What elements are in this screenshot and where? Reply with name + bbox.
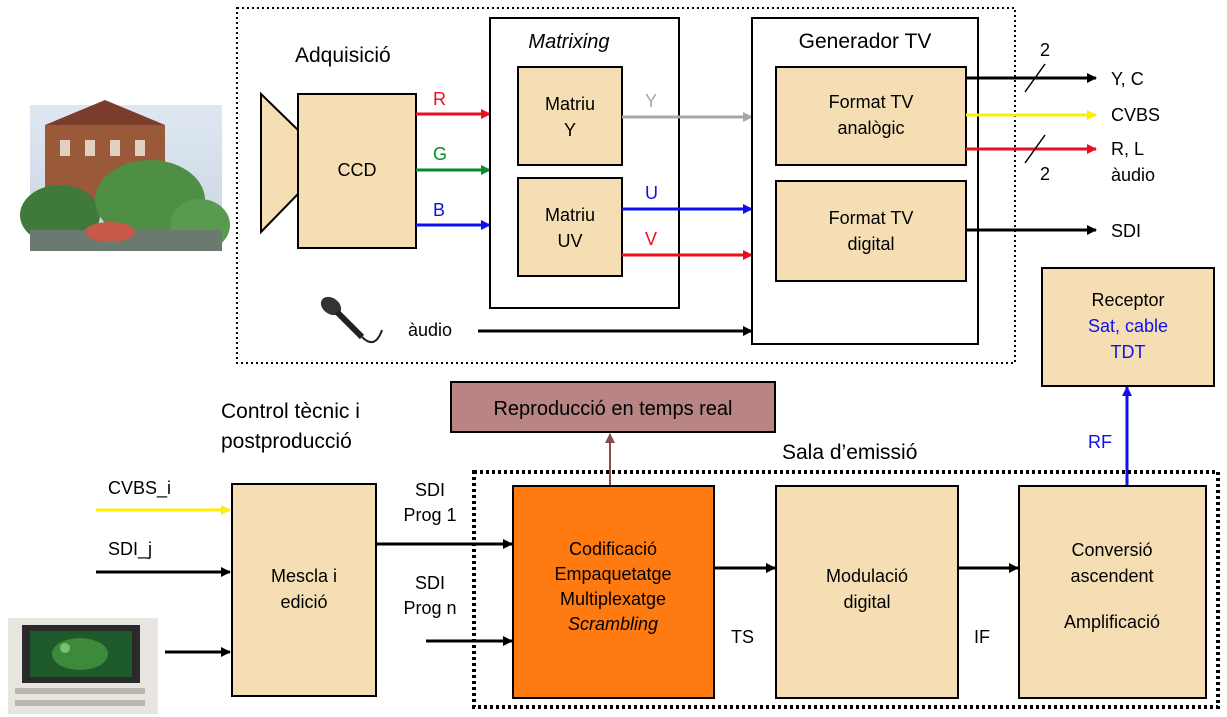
matriu-y-label-1: Matriu xyxy=(545,94,595,114)
coding-label-2: Empaquetatge xyxy=(554,564,671,584)
yc-label: Y, C xyxy=(1111,69,1144,89)
generator-title: Generador TV xyxy=(799,30,932,53)
modulation-label-1: Modulació xyxy=(826,566,908,586)
if-label: IF xyxy=(974,627,990,647)
coding-label-1: Codificació xyxy=(569,539,657,559)
microphone-icon xyxy=(320,296,383,344)
sdi-j-label: SDI_j xyxy=(108,539,152,560)
coding-label-4: Scrambling xyxy=(568,614,658,634)
format-digital-box xyxy=(775,180,967,282)
conversion-label-3: Amplificació xyxy=(1064,612,1160,632)
format-analog-label-2: analògic xyxy=(837,118,904,138)
scene-photo xyxy=(20,100,230,251)
yc-bus-count: 2 xyxy=(1040,40,1050,60)
sdi-prog1-label-2: Prog 1 xyxy=(403,505,456,525)
format-digital-label-2: digital xyxy=(847,234,894,254)
cvbs-i-label: CVBS_i xyxy=(108,478,171,499)
acquisition-frame xyxy=(236,7,1016,364)
ccd-box xyxy=(297,93,417,249)
matriu-y-label-2: Y xyxy=(564,120,576,140)
format-digital-label-1: Format TV xyxy=(829,208,914,228)
modulation-box xyxy=(775,485,959,699)
yc-bus-slash xyxy=(1024,63,1046,93)
monitor-photo xyxy=(8,618,158,714)
control-title-2: postproducció xyxy=(221,430,352,453)
modulation-label-2: digital xyxy=(843,592,890,612)
conversion-label-1: Conversió xyxy=(1071,540,1152,560)
b-label: B xyxy=(433,200,445,220)
format-analog-box xyxy=(775,66,967,166)
ts-label: TS xyxy=(731,627,754,647)
receiver-box xyxy=(1041,267,1215,387)
coding-label-3: Multiplexatge xyxy=(560,589,666,609)
rl-audio-label: àudio xyxy=(1111,165,1155,185)
matrixing-title: Matrixing xyxy=(528,31,609,53)
mix-label-1: Mescla i xyxy=(271,566,337,586)
reproduction-box xyxy=(450,381,776,433)
matriu-uv-label-1: Matriu xyxy=(545,205,595,225)
reproduction-label: Reproducció en temps real xyxy=(493,398,732,420)
sdi-prog1-label-1: SDI xyxy=(415,480,445,500)
cvbs-label: CVBS xyxy=(1111,105,1160,125)
mix-box xyxy=(231,483,377,697)
matriu-y-box xyxy=(517,66,623,166)
control-title-1: Control tècnic i xyxy=(221,400,360,423)
conversion-label-2: ascendent xyxy=(1070,566,1153,586)
sdi-out-label: SDI xyxy=(1111,221,1141,241)
rl-bus-slash xyxy=(1024,134,1046,164)
receiver-title: Receptor xyxy=(1091,290,1164,310)
rl-bus-count: 2 xyxy=(1040,164,1050,184)
emission-title: Sala d’emissió xyxy=(782,441,917,464)
sdi-progn-label-2: Prog n xyxy=(403,598,456,618)
audio-label: àudio xyxy=(408,320,452,340)
rl-label: R, L xyxy=(1111,139,1144,159)
format-analog-label-1: Format TV xyxy=(829,92,914,112)
matriu-uv-box xyxy=(517,177,623,277)
emission-frame xyxy=(472,470,1220,709)
ccd-label: CCD xyxy=(338,160,377,180)
g-label: G xyxy=(433,144,447,164)
y-label: Y xyxy=(645,91,657,111)
acquisition-title: Adquisició xyxy=(295,44,391,67)
receiver-line-3: TDT xyxy=(1111,342,1146,362)
coding-box xyxy=(512,485,715,699)
matriu-uv-label-2: UV xyxy=(557,231,582,251)
v-label: V xyxy=(645,229,657,249)
conversion-box xyxy=(1018,485,1207,699)
receiver-line-2: Sat, cable xyxy=(1088,316,1168,336)
sdi-progn-label-1: SDI xyxy=(415,573,445,593)
rf-label: RF xyxy=(1088,432,1112,452)
camera-lens-icon xyxy=(260,91,299,235)
u-label: U xyxy=(645,183,658,203)
mix-label-2: edició xyxy=(280,592,327,612)
r-label: R xyxy=(433,89,446,109)
